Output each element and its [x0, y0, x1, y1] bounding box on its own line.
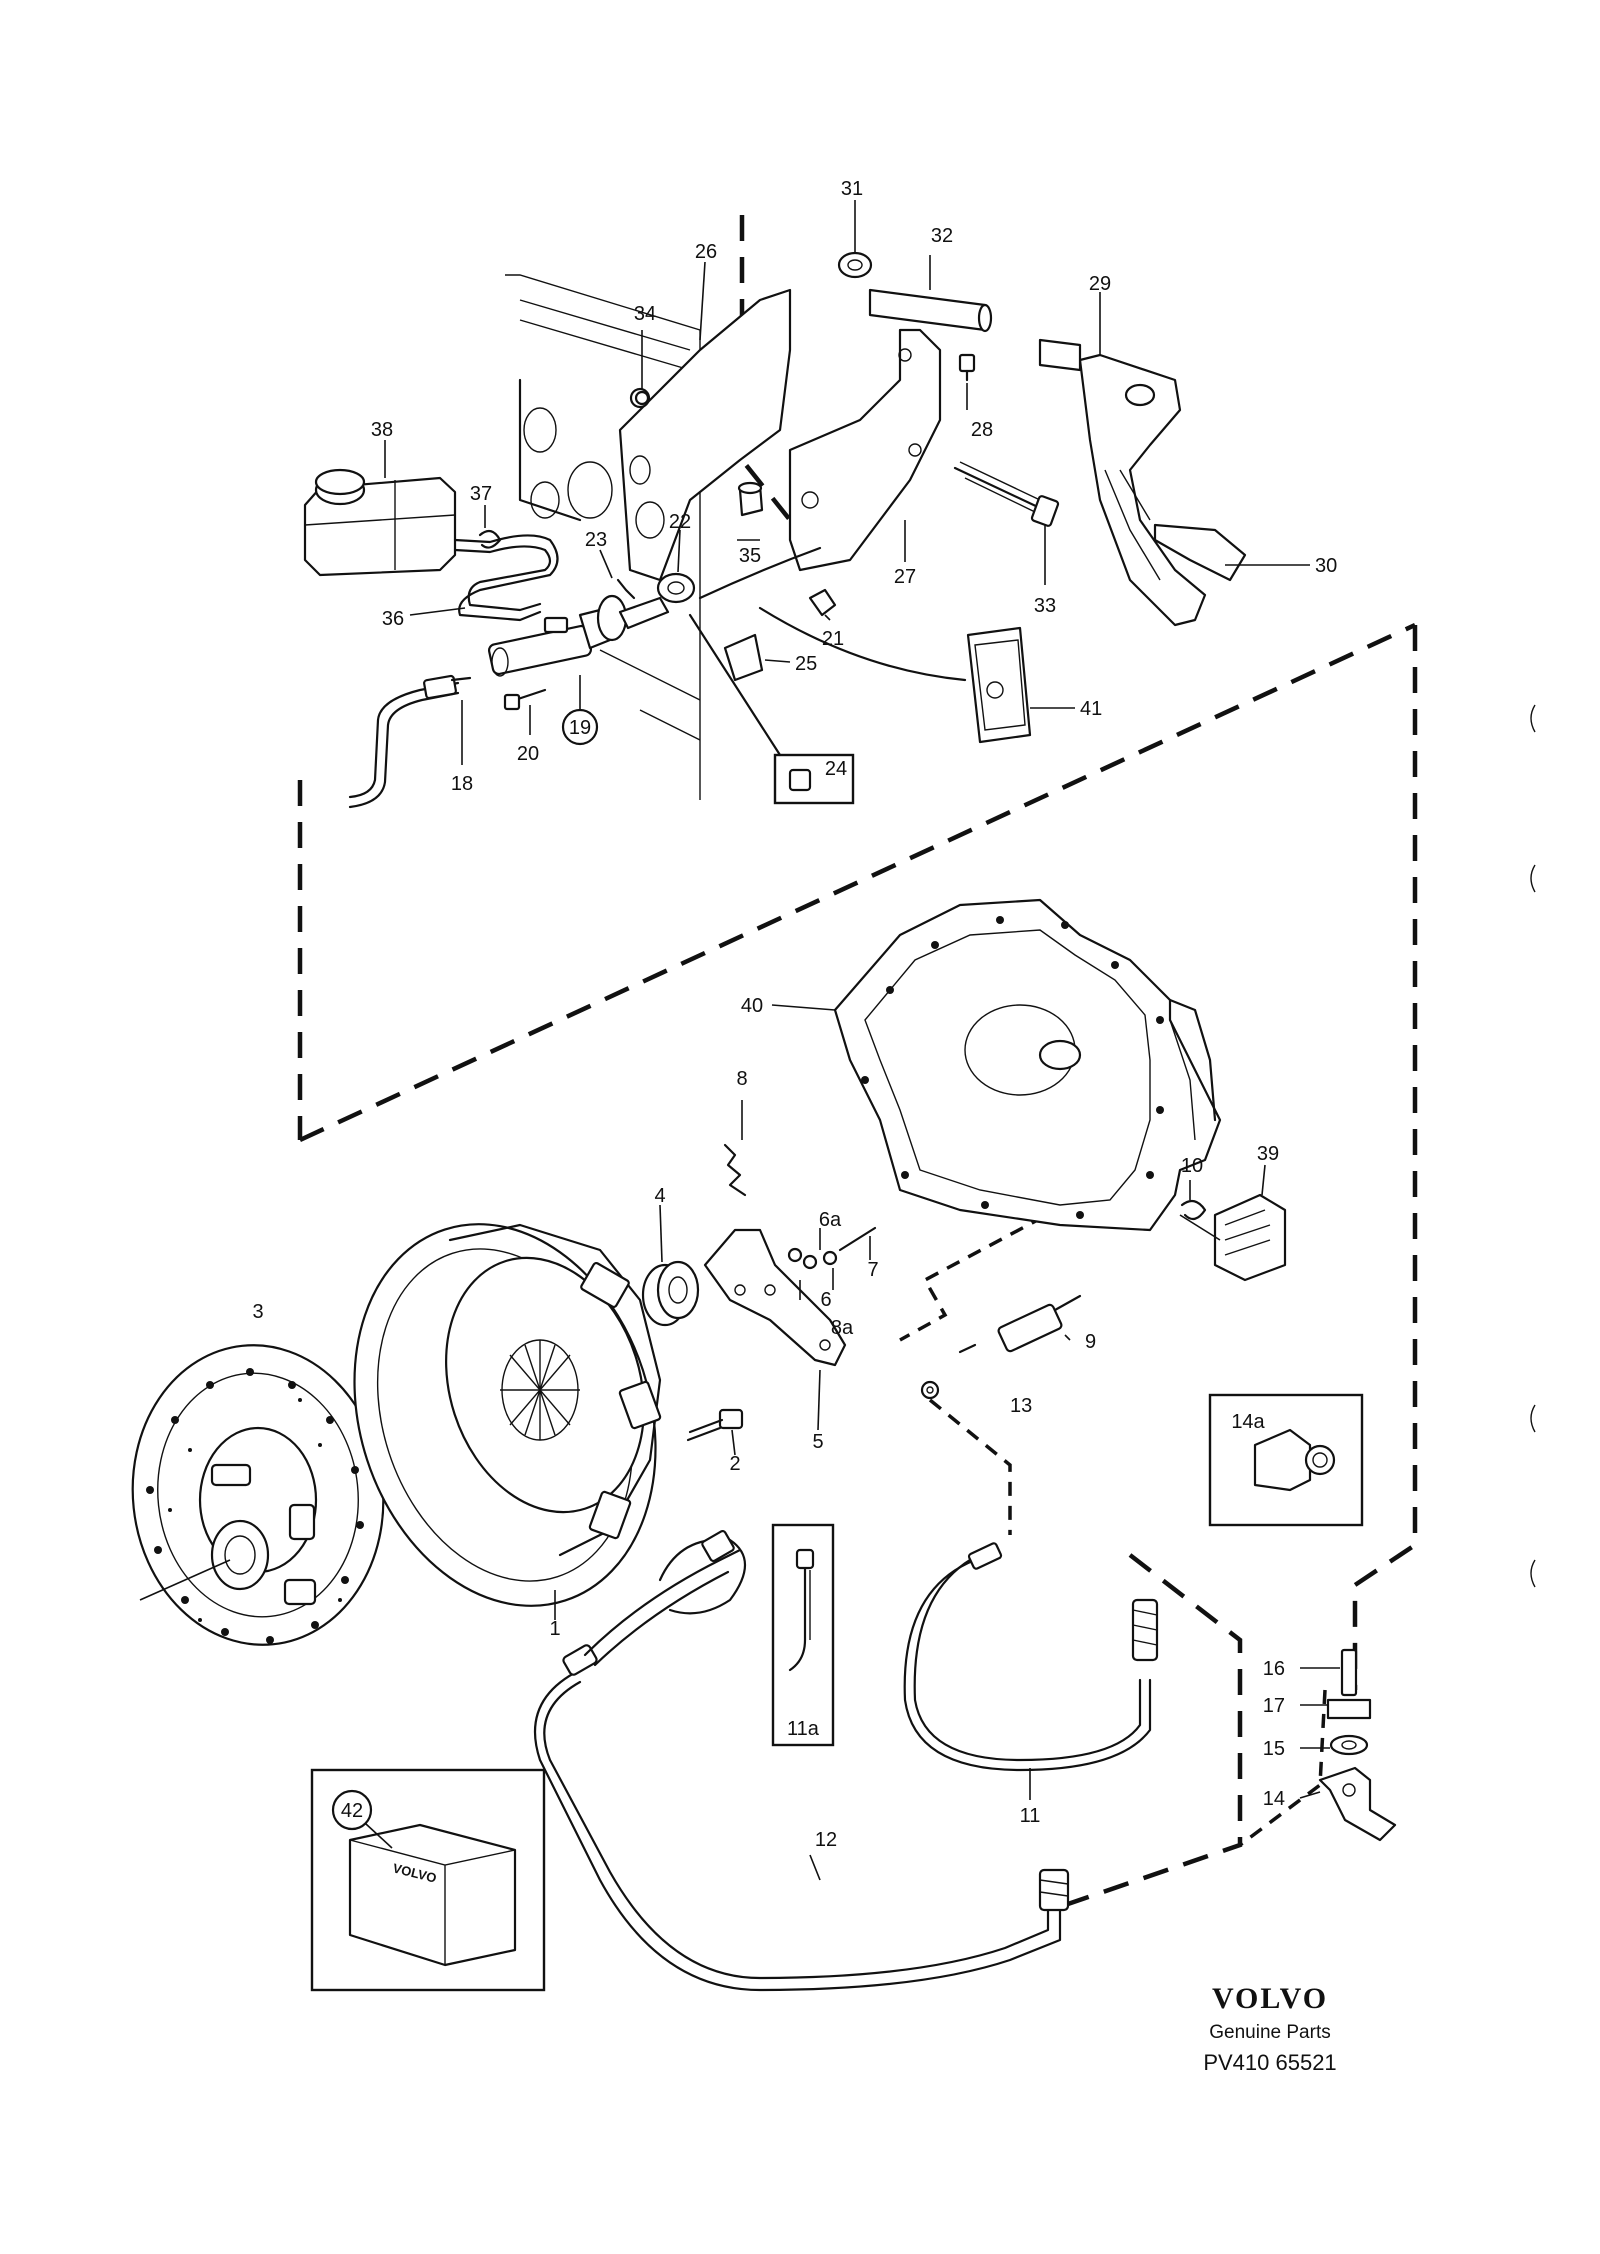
label-29: 29	[1089, 273, 1111, 295]
retaining-spring	[723, 1100, 747, 1197]
pedal-box-firewall	[505, 274, 701, 800]
drawing-code: PV410 65521	[1203, 2050, 1336, 2075]
bushing-35	[737, 481, 764, 541]
detail-14a	[1208, 1393, 1364, 1527]
label-15: 15	[1263, 1738, 1285, 1760]
plate-25	[723, 633, 791, 682]
gearbox-mount	[1179, 1164, 1287, 1282]
margin-marks	[1530, 704, 1536, 1588]
release-fork	[703, 1228, 847, 1431]
label-14a: 14a	[1231, 1411, 1265, 1433]
pivot-shaft-32	[868, 255, 993, 333]
clutch-pipe-12	[533, 1529, 1070, 1992]
label-1: 1	[549, 1618, 560, 1640]
volvo-logo: VOLVO	[1212, 1982, 1328, 2015]
label-2: 2	[729, 1453, 740, 1475]
label-5: 5	[812, 1431, 823, 1453]
label-18: 18	[451, 773, 473, 795]
label-21: 21	[822, 628, 844, 650]
bolt-20	[503, 688, 547, 735]
label-3: 3	[252, 1301, 263, 1323]
label-28: 28	[971, 419, 993, 441]
clutch-kit-box	[310, 1768, 546, 1992]
plate-41	[758, 606, 1075, 744]
label-6a: 6a	[819, 1209, 842, 1231]
detail-11a	[771, 1523, 835, 1747]
push-rod-line	[698, 546, 822, 600]
label-25: 25	[795, 653, 817, 675]
pedal-pad-30	[1153, 523, 1310, 582]
slave-cylinder	[958, 1294, 1082, 1354]
part-number-labels: 1 2 3 4 5 6 6a 7 8 8a 9 10 11 11a 12 13 …	[252, 178, 1337, 1851]
item-19-circled	[561, 675, 599, 746]
clutch-disc	[131, 1344, 385, 1646]
label-26: 26	[695, 241, 717, 263]
pedal-bracket-27	[788, 328, 942, 572]
label-11: 11	[1020, 1805, 1041, 1827]
bracket-stack	[1299, 1648, 1397, 1842]
pedal-29	[1078, 292, 1207, 627]
label-38: 38	[371, 419, 393, 441]
pressure-plate	[353, 1223, 662, 1620]
label-8: 8	[736, 1068, 747, 1090]
label-4: 4	[654, 1185, 665, 1207]
label-12: 12	[815, 1829, 837, 1851]
master-cylinder	[487, 594, 670, 677]
label-20: 20	[517, 743, 539, 765]
gasket-22	[656, 529, 696, 604]
label-14: 14	[1263, 1788, 1285, 1810]
label-23: 23	[585, 529, 607, 551]
pivot-pins	[787, 1226, 877, 1300]
bolt-23	[599, 549, 636, 600]
label-41: 41	[1080, 698, 1102, 720]
washer-13	[920, 1380, 940, 1400]
label-34: 34	[634, 303, 656, 325]
release-bearing	[641, 1204, 700, 1327]
label-31: 31	[841, 178, 863, 200]
label-39: 39	[1257, 1143, 1279, 1165]
nut-28	[958, 353, 976, 410]
label-40: 40	[741, 995, 763, 1017]
nut-34	[634, 330, 650, 406]
clutch-hose-11	[903, 1542, 1159, 1800]
label-10: 10	[1181, 1155, 1203, 1177]
label-24: 24	[825, 758, 847, 780]
label-27: 27	[894, 566, 916, 588]
label-16: 16	[1263, 1658, 1285, 1680]
label-9: 9	[1085, 1331, 1096, 1353]
bushing-extra	[1038, 338, 1082, 372]
label-19: 19	[569, 717, 591, 739]
label-35: 35	[739, 545, 761, 567]
label-6: 6	[820, 1289, 831, 1311]
bolt-2	[686, 1408, 744, 1456]
label-42: 42	[341, 1800, 363, 1822]
label-11a: 11a	[787, 1718, 820, 1740]
label-30: 30	[1315, 555, 1337, 577]
brand-subtitle: Genuine Parts	[1209, 2022, 1330, 2043]
hose-36	[409, 534, 559, 622]
label-33: 33	[1034, 595, 1056, 617]
reservoir-38	[303, 440, 457, 577]
label-32: 32	[931, 225, 953, 247]
bellhousing	[771, 898, 1222, 1232]
clip-10	[1180, 1180, 1207, 1221]
nut-21	[808, 588, 837, 621]
box-24	[688, 613, 855, 805]
brand-footer: VOLVO Genuine Parts PV410 65521	[1203, 1982, 1336, 2075]
bolt-33	[953, 461, 1060, 585]
label-36: 36	[382, 608, 404, 630]
label-8a: 8a	[831, 1317, 854, 1339]
label-17: 17	[1263, 1695, 1285, 1717]
label-42-circle	[331, 1789, 373, 1831]
label-37: 37	[470, 483, 492, 505]
label-7: 7	[867, 1259, 878, 1281]
pipe-18	[348, 674, 472, 809]
bushing-31	[837, 200, 873, 279]
label-13: 13	[1010, 1395, 1032, 1417]
label-22: 22	[669, 511, 691, 533]
